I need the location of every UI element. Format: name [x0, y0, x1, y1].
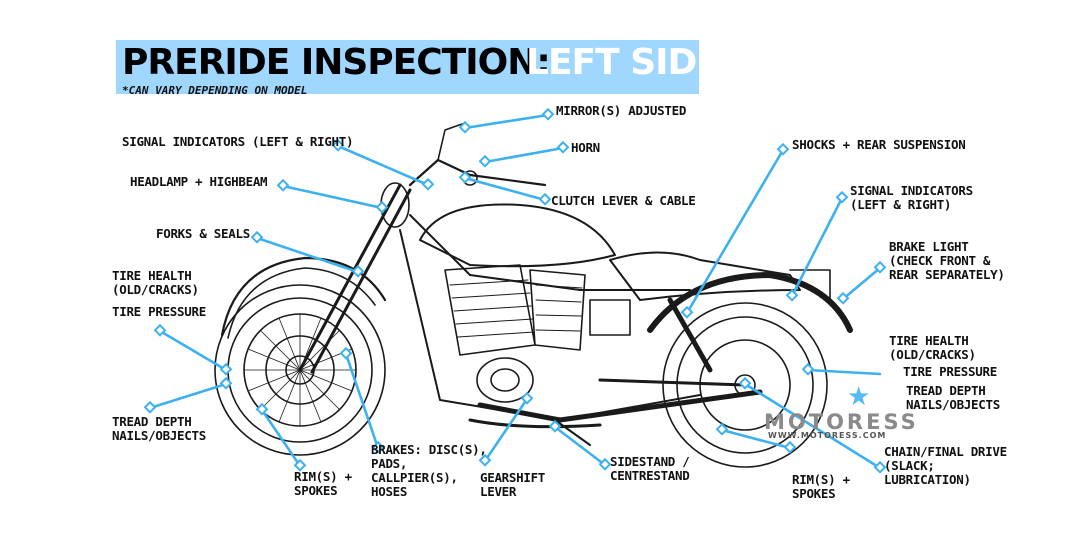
leader-tread-front [148, 382, 228, 410]
leader-tire-rear [806, 368, 882, 376]
label-sidestand: SIDESTAND / CENTRESTAND [610, 454, 690, 483]
leader-forks [255, 236, 360, 274]
exhaust-pipe-upper [468, 418, 602, 429]
rear-tire-inner [676, 316, 814, 454]
label-gearshift: GEARSHIFT LEVER [480, 470, 546, 499]
rear-shock [667, 297, 713, 373]
mirror-stem [437, 123, 463, 161]
label-brake-light: BRAKE LIGHT (CHECK FRONT & REAR SEPARATE… [889, 239, 1005, 282]
front-spokes [244, 314, 356, 426]
title-main: PRERIDE INSPECTION: [122, 42, 551, 83]
brand-url: WWW.MOTORESS.COM [768, 431, 887, 440]
subtitle: *CAN VARY DEPENDING ON MODEL [122, 84, 308, 97]
engine-cylinder-rear [529, 269, 586, 351]
brand-star-icon: ★ [847, 382, 871, 412]
label-tread-front: TREAD DEPTH NAILS/OBJECTS [112, 414, 206, 443]
battery-cover [589, 299, 631, 336]
frame-top [409, 214, 691, 291]
label-tire-pressure-rear: TIRE PRESSURE [903, 364, 997, 379]
title-highlight: LEFT SIDE [526, 42, 721, 83]
leader-sidestand [553, 425, 607, 467]
brand-watermark: MOTORESS [764, 410, 919, 434]
front-tire-outer [214, 284, 386, 456]
label-clutch: CLUTCH LEVER & CABLE [551, 193, 696, 208]
fuel-tank [419, 203, 616, 268]
label-signal-rear: SIGNAL INDICATORS (LEFT & RIGHT) [850, 183, 973, 212]
leader-endpoints [143, 107, 887, 474]
title-banner: PRERIDE INSPECTION: LEFT SIDE [116, 40, 721, 94]
label-horn: HORN [571, 140, 600, 155]
rear-tire-outer [662, 302, 828, 468]
sissy-bar [789, 269, 831, 301]
exhaust-pipe-lower [477, 389, 763, 423]
label-chain: CHAIN/FINAL DRIVE (SLACK; LUBRICATION) [884, 444, 1007, 487]
leader-rim-rear [720, 428, 792, 450]
leader-rim-front [260, 408, 302, 468]
label-rim-front: RIM(S) + SPOKES [294, 469, 352, 498]
label-tire-health-front: TIRE HEALTH (OLD/CRACKS) [112, 268, 199, 297]
leader-headlamp [281, 184, 384, 210]
label-tire-pressure-front: TIRE PRESSURE [112, 304, 206, 319]
leader-brakes [344, 352, 380, 450]
label-rim-rear: RIM(S) + SPOKES [792, 472, 850, 501]
engine-case [476, 357, 534, 403]
label-signal-front: SIGNAL INDICATORS (LEFT & RIGHT) [122, 134, 354, 149]
sidestand [554, 419, 591, 446]
leader-chain [743, 382, 882, 470]
leader-brake-light [841, 266, 882, 301]
leader-clutch [463, 176, 547, 202]
handlebar [408, 158, 547, 187]
label-shocks: SHOCKS + REAR SUSPENSION [792, 137, 966, 152]
leader-gearshift [483, 397, 529, 463]
leader-mirrors [463, 113, 550, 130]
rear-rim [699, 339, 791, 431]
label-forks: FORKS & SEALS [156, 226, 250, 241]
leader-tire-front-health [158, 329, 228, 372]
label-tire-health-rear: TIRE HEALTH (OLD/CRACKS) [889, 333, 976, 362]
leader-horn [483, 146, 565, 164]
label-mirrors: MIRROR(S) ADJUSTED [556, 103, 687, 118]
leader-signal-rear [790, 196, 844, 298]
swingarm [598, 378, 747, 387]
rear-fender [647, 272, 853, 333]
leader-shocks [685, 148, 785, 315]
label-headlamp: HEADLAMP + HIGHBEAM [130, 174, 268, 189]
label-brakes: BRAKES: DISC(S), PADS, CALLPIER(S), HOSE… [371, 442, 487, 499]
leader-signal-front [336, 144, 430, 187]
label-tread-rear: TREAD DEPTH NAILS/OBJECTS [906, 383, 1000, 412]
